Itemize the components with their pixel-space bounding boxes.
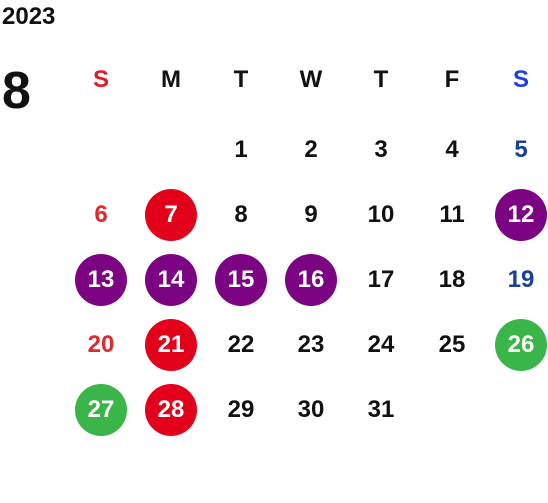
- calendar-day-8[interactable]: 8: [234, 201, 248, 228]
- calendar-day-20[interactable]: 20: [87, 331, 115, 358]
- calendar-day-13[interactable]: 13: [75, 254, 127, 306]
- calendar-day-1[interactable]: 1: [234, 136, 248, 163]
- calendar-day-11[interactable]: 11: [439, 201, 465, 228]
- calendar-day-4[interactable]: 4: [445, 136, 459, 163]
- calendar-day-17[interactable]: 17: [367, 266, 395, 293]
- calendar-day-21[interactable]: 21: [145, 319, 197, 371]
- calendar-day-6[interactable]: 6: [94, 201, 108, 228]
- calendar-day-23[interactable]: 23: [297, 331, 325, 358]
- calendar-month: 8: [2, 62, 31, 120]
- calendar-day-3[interactable]: 3: [374, 136, 388, 163]
- calendar-day-9[interactable]: 9: [304, 201, 318, 228]
- calendar-day-16[interactable]: 16: [285, 254, 337, 306]
- calendar-day-5[interactable]: 5: [514, 136, 528, 163]
- calendar-day-14[interactable]: 14: [145, 254, 197, 306]
- weekday-header-sun: S: [92, 66, 109, 93]
- weekday-header-wed: W: [299, 66, 323, 93]
- calendar-day-22[interactable]: 22: [227, 331, 255, 358]
- weekday-header-thu: T: [373, 66, 389, 93]
- calendar-day-29[interactable]: 29: [227, 396, 255, 423]
- calendar-day-7[interactable]: 7: [145, 189, 197, 241]
- weekday-header-mon: M: [161, 66, 181, 93]
- calendar-day-30[interactable]: 30: [297, 396, 325, 423]
- calendar-day-26[interactable]: 26: [495, 319, 547, 371]
- calendar-day-27[interactable]: 27: [75, 384, 127, 436]
- calendar-day-19[interactable]: 19: [507, 266, 535, 293]
- weekday-header-sat: S: [512, 66, 529, 93]
- weekday-header-fri: F: [444, 66, 460, 93]
- calendar-day-18[interactable]: 18: [438, 266, 466, 293]
- calendar-day-28[interactable]: 28: [145, 384, 197, 436]
- weekday-header-tue: T: [233, 66, 249, 93]
- calendar-day-31[interactable]: 31: [367, 396, 395, 423]
- calendar-year: 2023: [2, 3, 56, 30]
- calendar-day-12[interactable]: 12: [495, 189, 547, 241]
- calendar-day-25[interactable]: 25: [438, 331, 466, 358]
- calendar-day-15[interactable]: 15: [215, 254, 267, 306]
- calendar-day-24[interactable]: 24: [367, 331, 395, 358]
- calendar-day-2[interactable]: 2: [304, 136, 318, 163]
- calendar-day-10[interactable]: 10: [367, 201, 395, 228]
